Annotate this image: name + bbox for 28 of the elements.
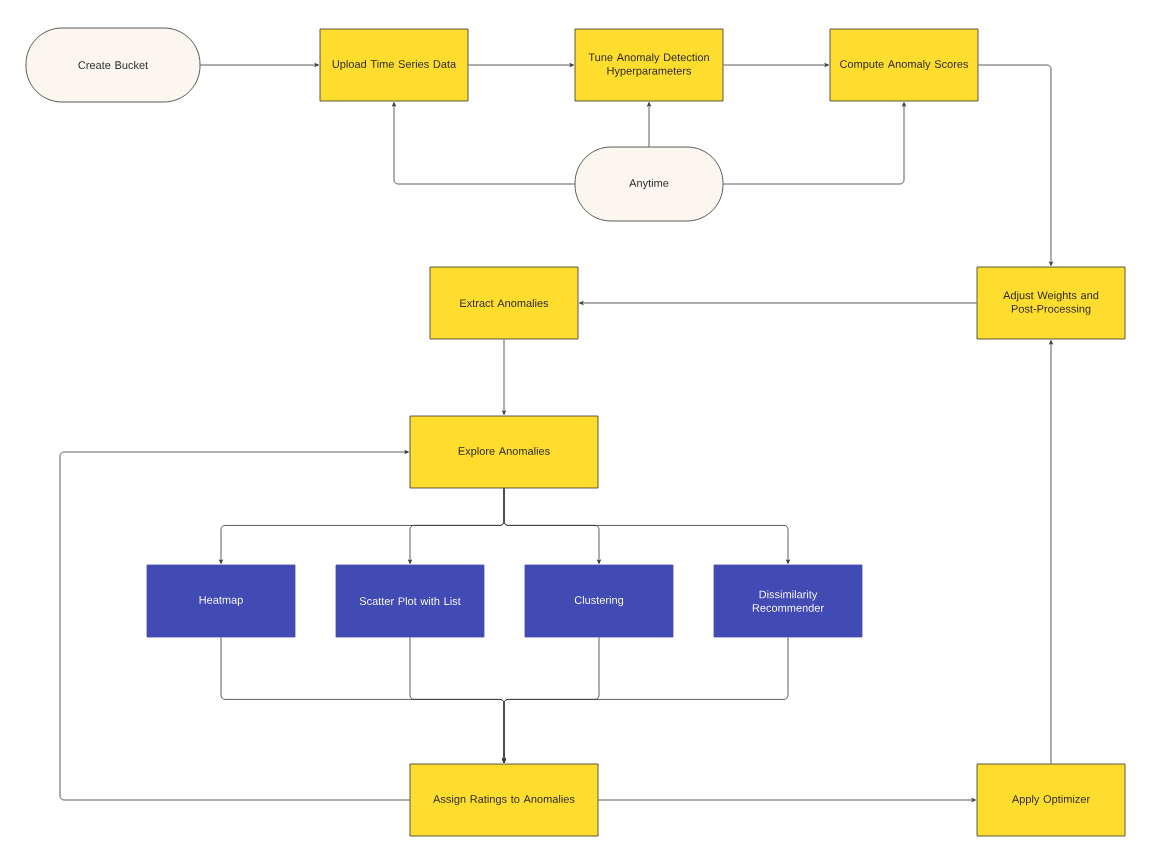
view-box: Clustering	[524, 564, 674, 638]
process-box: Explore Anomalies	[409, 415, 599, 489]
process-box: Assign Ratings to Anomalies	[409, 763, 599, 837]
view-box: Dissimilarity Recommender	[713, 564, 863, 638]
arrow	[503, 488, 790, 564]
view-box: Scatter Plot with List	[335, 564, 485, 638]
process-box: Adjust Weights and Post-Processing	[976, 266, 1126, 340]
arrow	[1049, 340, 1053, 764]
process-box: Compute Anomaly Scores	[829, 28, 979, 102]
arrow	[598, 798, 976, 802]
arrow	[723, 102, 906, 185]
arrow	[978, 64, 1053, 266]
arrow	[502, 339, 506, 415]
arrow	[59, 450, 410, 801]
process-box: Tune Anomaly Detection Hyperparameters	[574, 28, 724, 102]
arrow	[647, 102, 651, 147]
terminal-box: Create Bucket	[25, 27, 201, 103]
view-box: Heatmap	[146, 564, 296, 638]
arrow	[502, 637, 789, 763]
arrow	[392, 102, 575, 185]
terminal-box: Anytime	[574, 146, 724, 222]
process-box: Upload Time Series Data	[319, 28, 469, 102]
arrow	[468, 63, 574, 67]
arrow	[579, 301, 977, 305]
arrow	[723, 63, 829, 67]
arrow	[200, 63, 319, 67]
process-box: Extract Anomalies	[429, 266, 579, 340]
process-box: Apply Optimizer	[976, 763, 1126, 837]
